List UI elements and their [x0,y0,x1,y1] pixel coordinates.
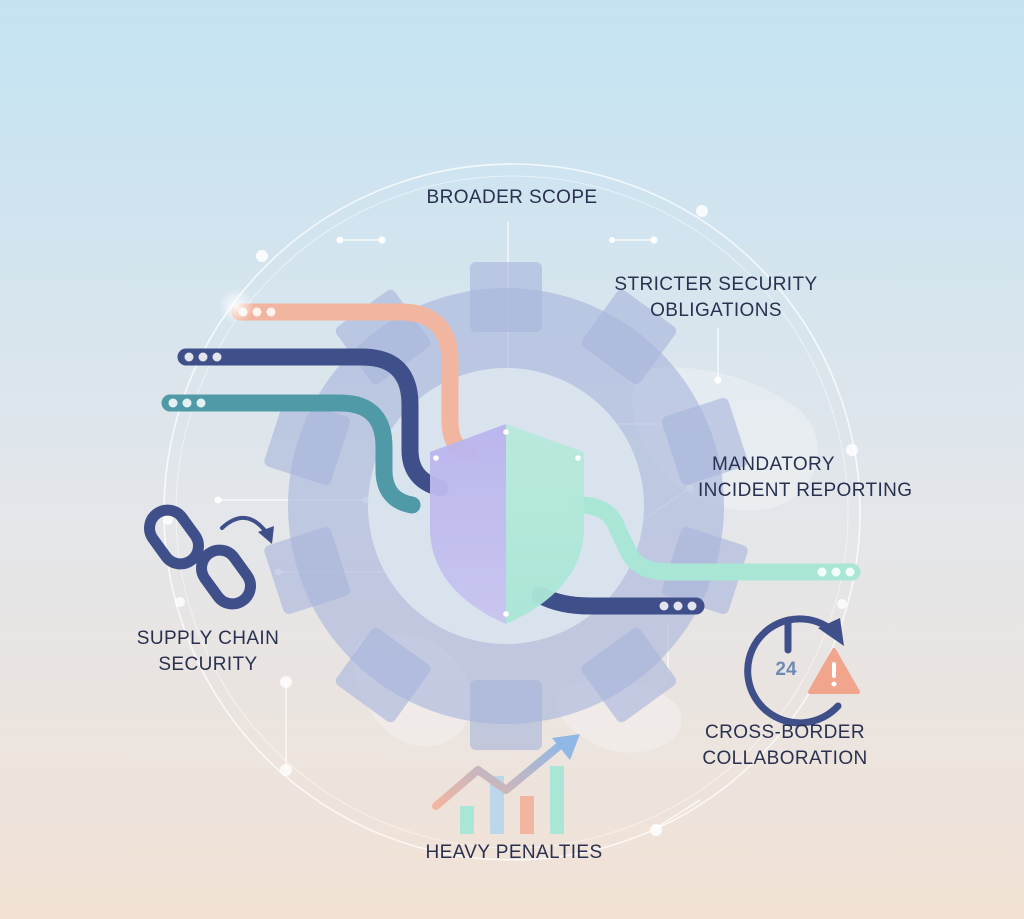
label-cross-border: CROSS-BORDER COLLABORATION [702,722,868,769]
trace-mint [571,496,861,581]
label-broader-scope: BROADER SCOPE [426,187,598,208]
shield-icon [430,424,584,624]
label-mandatory-reporting: MANDATORY INCIDENT REPORTING [698,454,913,501]
clock-icon [744,615,844,727]
label-supply-chain: SUPPLY CHAIN SECURITY [136,628,280,675]
trace-teal [161,394,421,514]
label-heavy-penalties: HEAVY PENALTIES [425,842,603,863]
trace-end-dots [168,307,855,611]
glow-spot [218,288,254,324]
broken-chain-icon [144,504,256,610]
circuit-traces [161,303,861,615]
warning-icon [808,648,860,694]
rising-bar-chart-icon [432,734,580,834]
redirect-arrow-icon [220,516,274,544]
trace-navy-upper [177,348,449,497]
label-stricter-security: STRICTER SECURITY OBLIGATIONS [614,274,818,321]
clock-value: 24 [775,659,797,680]
